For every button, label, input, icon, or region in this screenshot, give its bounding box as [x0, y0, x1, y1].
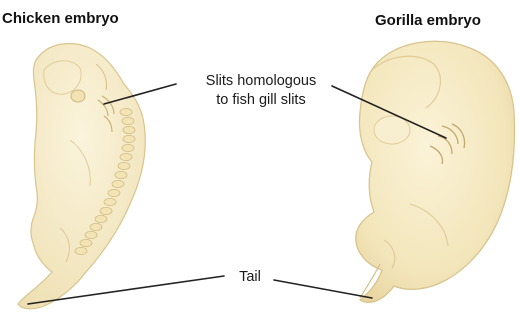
gorilla-embryo-body	[356, 41, 515, 302]
gorilla-embryo-title: Gorilla embryo	[375, 12, 481, 29]
tail-label: Tail	[232, 268, 268, 287]
chicken-embryo-title: Chicken embryo	[2, 10, 119, 27]
slits-label: Slits homologous to fish gill slits	[168, 72, 354, 110]
chicken-eye	[71, 90, 85, 102]
gorilla-embryo	[356, 41, 515, 302]
slits-label-line-1: Slits homologous	[168, 72, 354, 91]
tail-leader-gorilla	[274, 280, 372, 298]
slits-label-line-2: to fish gill slits	[168, 91, 354, 110]
chicken-embryo	[18, 44, 145, 309]
gorilla-eye	[374, 116, 410, 144]
